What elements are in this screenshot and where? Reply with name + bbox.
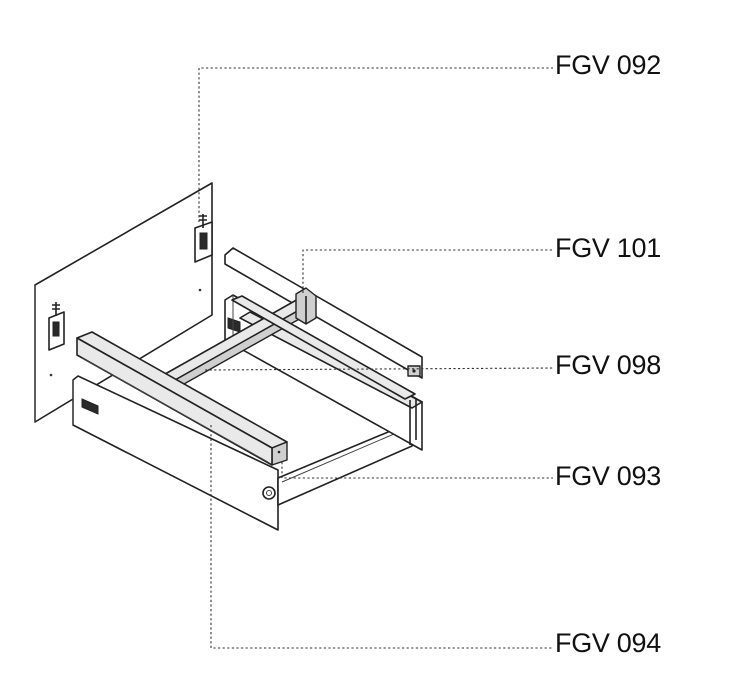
rail-connector bbox=[295, 287, 317, 325]
gallery-rail-rear bbox=[231, 295, 416, 400]
gallery-rail bbox=[76, 331, 288, 466]
part-label-fgv-098: FGV 098 bbox=[555, 350, 661, 380]
part-label-fgv-093: FGV 093 bbox=[555, 461, 661, 491]
front-bracket-lower bbox=[48, 302, 65, 351]
rear-rail bbox=[239, 311, 423, 445]
drawer-side-left bbox=[72, 375, 279, 531]
front-bracket-upper bbox=[194, 214, 213, 263]
drawer-front-panel bbox=[34, 182, 213, 423]
part-label-fgv-101: FGV 101 bbox=[555, 233, 661, 263]
leader-lines bbox=[198, 67, 554, 649]
part-label-fgv-094: FGV 094 bbox=[555, 628, 661, 658]
drawer-bottom bbox=[277, 421, 413, 506]
part-label-fgv-092: FGV 092 bbox=[555, 50, 661, 80]
